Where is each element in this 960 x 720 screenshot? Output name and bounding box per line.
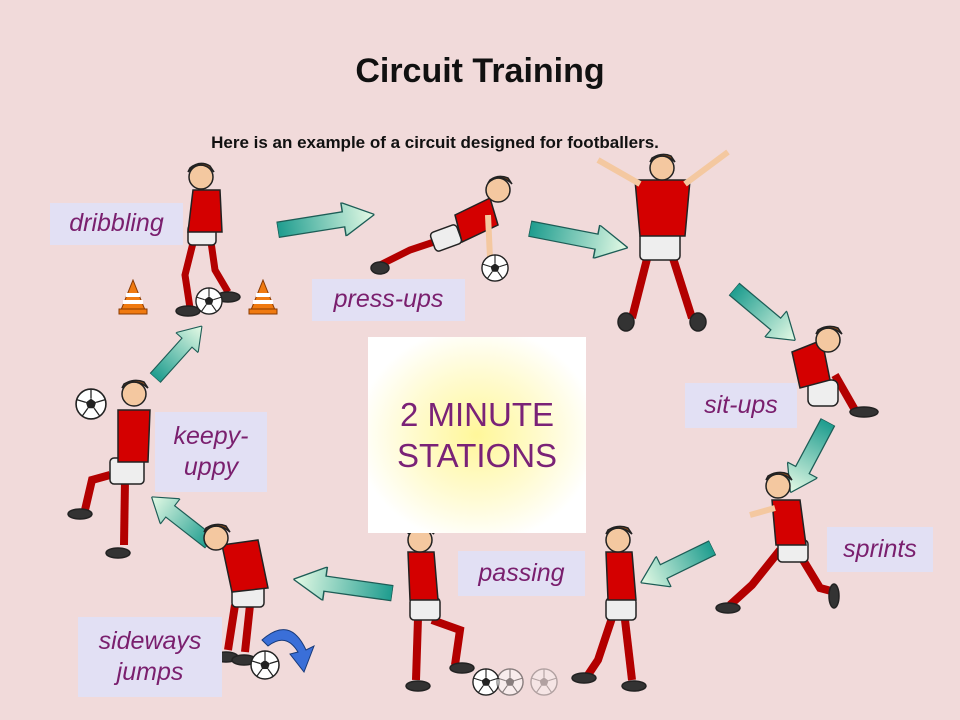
center-line1: 2 MINUTE [399, 395, 554, 433]
ball-icon-passing-2 [496, 668, 524, 696]
label-sideways-line1: sideways [98, 626, 202, 655]
label-sprints: sprints [827, 527, 933, 572]
page-title: Circuit Training [355, 52, 605, 90]
player-sprints [715, 471, 840, 614]
center-line2: STATIONS [396, 437, 558, 474]
arrow-dribbling-to-pressups [275, 197, 378, 247]
player-dribbling [175, 162, 241, 317]
ball-icon-passing-1 [472, 668, 500, 696]
label-passing: passing [458, 551, 585, 596]
player-passing-left [405, 525, 475, 692]
ball-icon-sideways [250, 650, 280, 680]
label-sideways-jumps: sideways jumps [78, 617, 222, 697]
jump-curve-arrow-icon [261, 629, 315, 674]
player-keepy-uppy [67, 379, 151, 559]
label-keepy-uppy: keepy- uppy [155, 412, 267, 492]
page-subtitle: Here is an example of a circuit designed… [211, 133, 659, 152]
player-pressups [370, 175, 513, 275]
label-sit-ups: sit-ups [685, 383, 797, 428]
ball-icon-pressups [481, 254, 509, 282]
arrow-keepyuppy-to-dribbling [144, 315, 214, 389]
label-keepy-line2: uppy [183, 453, 239, 481]
label-keepy-line1: keepy- [173, 421, 249, 450]
arrow-sprints-to-passing [633, 532, 720, 599]
arrow-pressups-to-jumpingjacks [526, 212, 632, 265]
arrow-passing-to-sideways [290, 562, 395, 610]
ball-icon-dribbling [195, 287, 223, 315]
cone-icon-right [248, 279, 278, 315]
label-sideways-line2: jumps [116, 658, 184, 686]
arrow-to-situps [723, 276, 807, 354]
label-dribbling: dribbling [50, 203, 183, 245]
ball-icon-keepy-uppy [75, 388, 107, 420]
center-stations-box: 2 MINUTE STATIONS [368, 337, 586, 533]
cone-icon-left [118, 279, 148, 315]
label-press-ups: press-ups [312, 279, 465, 321]
player-situps [791, 325, 879, 418]
player-passing-right [571, 525, 647, 692]
player-jumping-jacks [596, 149, 730, 332]
ball-icon-passing-3 [530, 668, 558, 696]
